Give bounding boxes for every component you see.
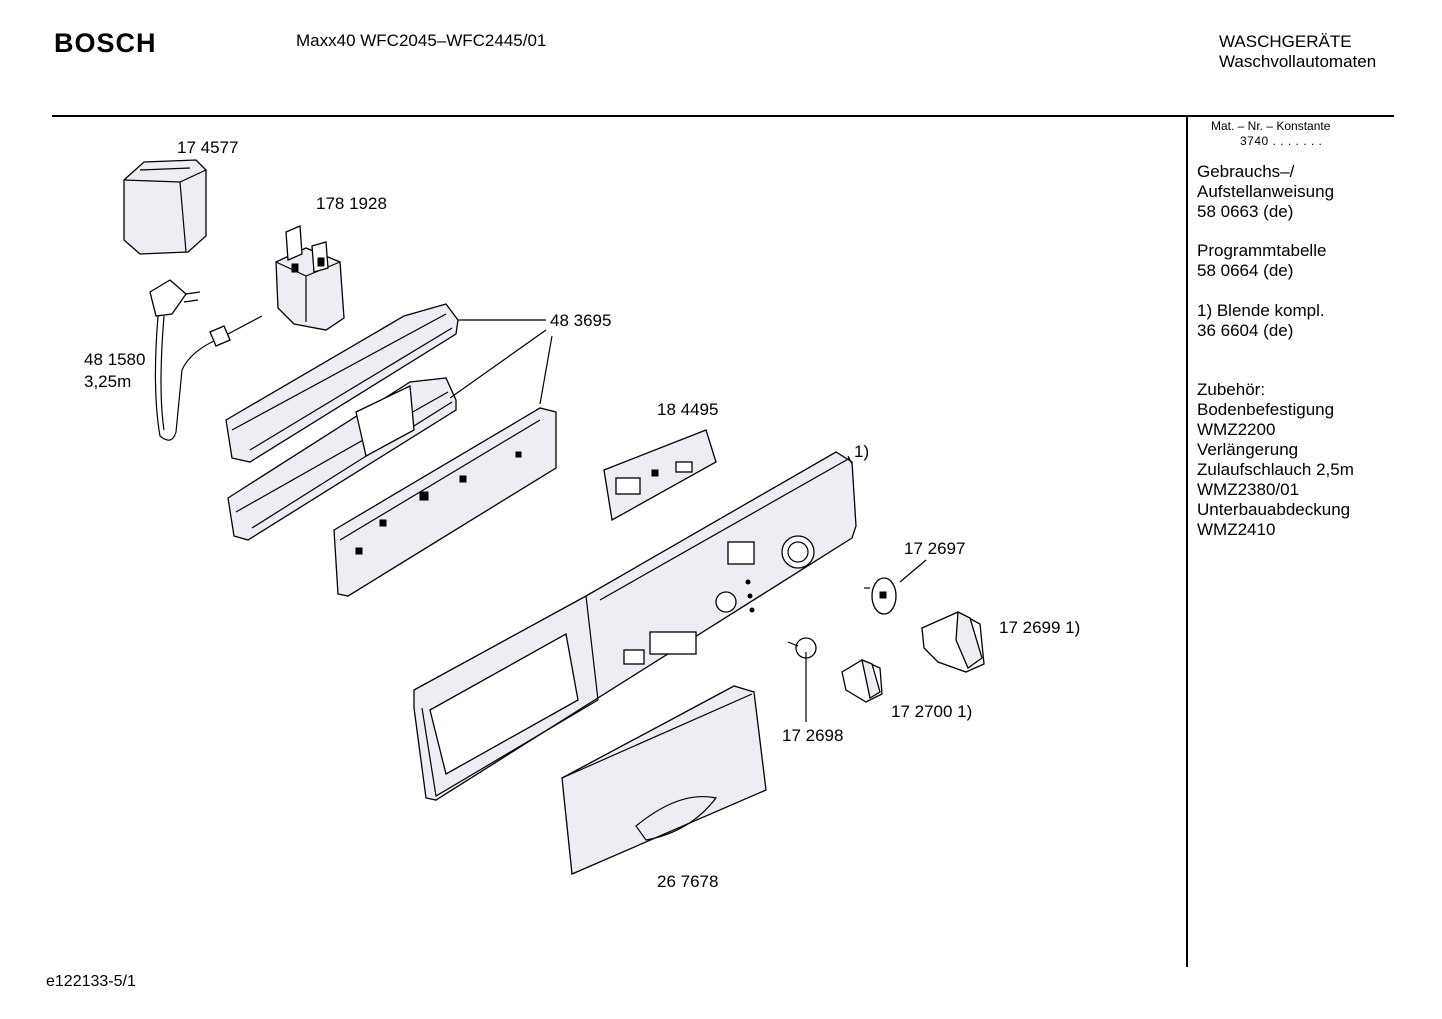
sidebar-line: Gebrauchs–/ <box>1197 162 1295 181</box>
label-power-cable-length: 3,25m <box>84 372 132 391</box>
sidebar-divider <box>1186 115 1188 967</box>
sidebar-line: WMZ2410 <box>1197 520 1276 539</box>
label-cover-cap: 17 4577 <box>177 138 239 157</box>
sidebar-block-manual: Gebrauchs–/ Aufstellanweisung 58 0663 (d… <box>1197 162 1334 222</box>
part-power-cable <box>149 279 263 441</box>
sidebar-line: Programmtabelle <box>1197 241 1327 260</box>
category-title: WASCHGERÄTE <box>1219 32 1352 51</box>
part-control-panel <box>413 451 857 801</box>
sidebar-line: 36 6604 (de) <box>1197 321 1294 340</box>
label-control-panel: 1) <box>854 442 870 461</box>
label-small-knob: 17 2700 1) <box>891 702 973 721</box>
sidebar-line: Verlängerung <box>1197 440 1299 459</box>
part-program-knob <box>921 610 985 673</box>
label-program-knob: 17 2699 1) <box>999 618 1081 637</box>
model-title: Maxx40 WFC2045–WFC2445/01 <box>296 31 547 50</box>
leader-lines <box>449 319 927 722</box>
mat-nr-header: Mat. – Nr. – Konstante <box>1211 119 1331 133</box>
sidebar-block-accessories: Zubehör: Bodenbefestigung WMZ2200 Verlän… <box>1197 380 1354 540</box>
subcategory-title: Waschvollautomaten <box>1219 52 1377 71</box>
label-shaft-connector: 17 2698 <box>782 726 844 745</box>
sidebar-line: WMZ2380/01 <box>1197 480 1300 499</box>
label-knob-shaft: 17 2697 <box>904 539 966 558</box>
label-drawer-handle: 26 7678 <box>657 872 719 891</box>
part-module-carrier <box>225 303 557 597</box>
sidebar-line: Aufstellanweisung <box>1197 182 1335 201</box>
part-shaft-connector <box>787 637 817 659</box>
brand-logo: BOSCH <box>54 28 157 58</box>
sidebar-line: Bodenbefestigung <box>1197 400 1335 419</box>
sidebar-line: Zubehör: <box>1197 380 1266 399</box>
sidebar-line: Unterbauabdeckung <box>1197 500 1351 519</box>
mat-nr-value: 3740 . . . . . . . <box>1240 134 1323 148</box>
sidebar-line: 58 0663 (de) <box>1197 202 1294 221</box>
label-display-board: 18 4495 <box>657 400 719 419</box>
part-drawer-handle <box>561 685 767 875</box>
sidebar-line: Zulaufschlauch 2,5m <box>1197 460 1354 479</box>
sidebar-line: 58 0664 (de) <box>1197 261 1294 280</box>
part-suppressor-filter <box>275 225 345 331</box>
part-small-knob <box>841 658 883 703</box>
label-module-carrier: 48 3695 <box>550 311 612 330</box>
label-power-cable: 48 1580 <box>84 350 146 369</box>
sidebar-block-program-table: Programmtabelle 58 0664 (de) <box>1197 241 1326 281</box>
sidebar-block-panel: 1) Blende kompl. 36 6604 (de) <box>1197 301 1325 341</box>
part-cover-cap <box>123 159 207 255</box>
sidebar-line: WMZ2200 <box>1197 420 1276 439</box>
sidebar-line: 1) Blende kompl. <box>1197 301 1325 320</box>
part-knob-shaft <box>864 577 897 615</box>
part-display-board <box>603 429 717 522</box>
drawing-code: e122133-5/1 <box>46 973 136 990</box>
label-suppressor-filter: 178 1928 <box>316 194 387 213</box>
header-divider <box>52 115 1394 117</box>
